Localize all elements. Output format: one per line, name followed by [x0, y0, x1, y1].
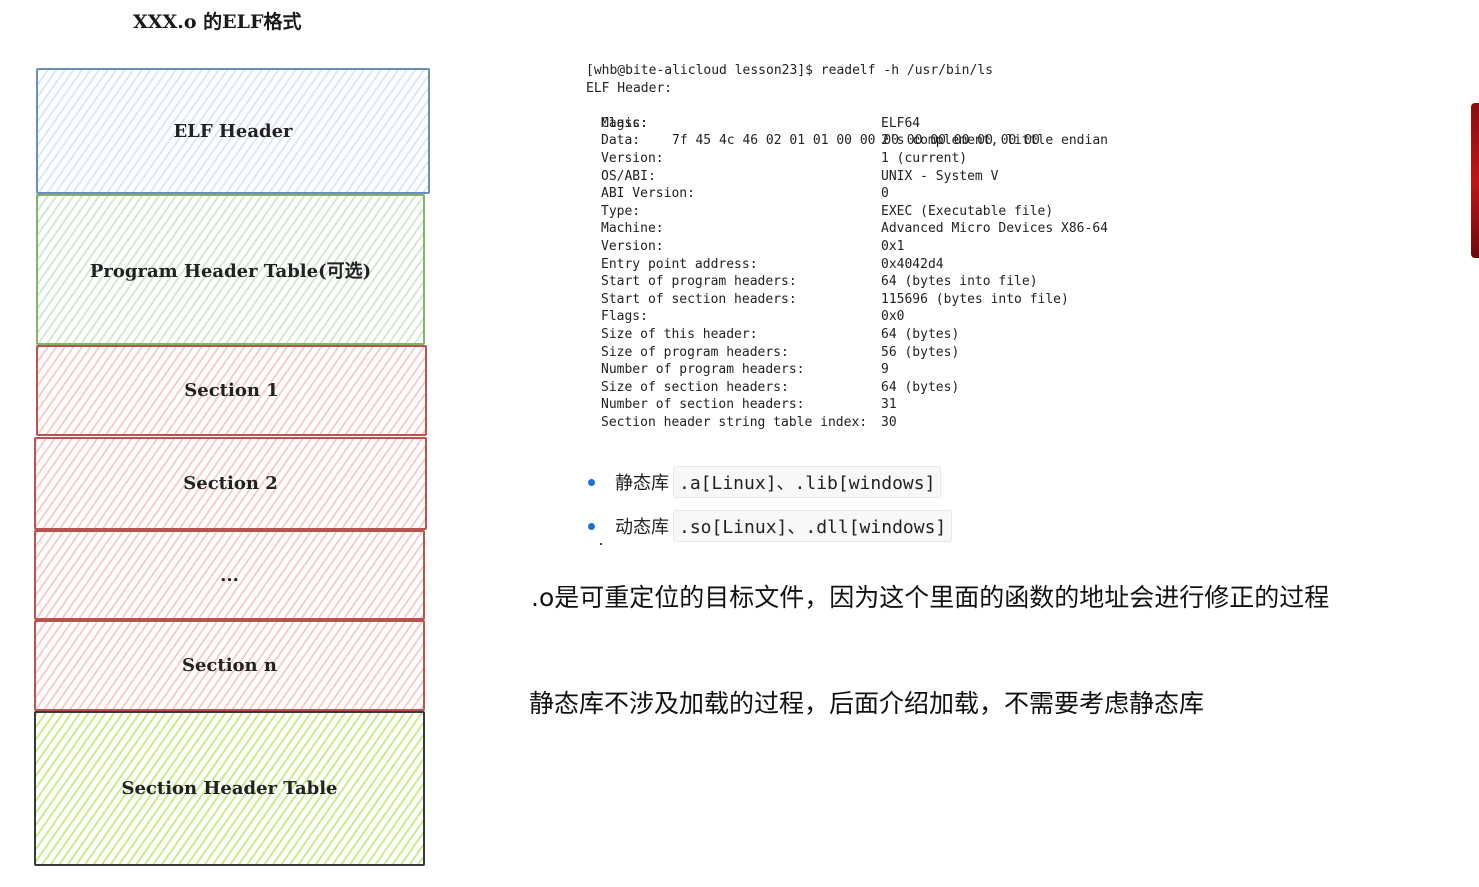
terminal-field: Number of section headers: 31 [586, 396, 1122, 414]
field-value: 115696 (bytes into file) [881, 291, 1069, 307]
terminal-field: Class: ELF64 [586, 115, 1122, 133]
library-bullet-list: 静态库 .a[Linux]、.lib[windows] 动态库 .so[Linu… [588, 460, 953, 548]
field-label: Data: [601, 133, 641, 149]
terminal-field: Start of program headers: 64 (bytes into … [586, 273, 1122, 291]
field-value: 7f 45 4c 46 02 01 01 00 00 00 00 00 00 0… [672, 133, 1040, 149]
field-label: Type: [601, 203, 641, 219]
terminal-field: Entry point address: 0x4042d4 [586, 256, 1122, 274]
list-item-label: 静态库 [615, 473, 669, 494]
section-header-table-block: Section Header Table [34, 711, 425, 866]
field-value: 56 (bytes) [881, 344, 960, 360]
list-item-dynamic-lib: 动态库 .so[Linux]、.dll[windows] [588, 504, 953, 548]
terminal-field: ABI Version: 0 [586, 185, 1122, 203]
field-value: 31 [881, 397, 897, 413]
terminal-field: Version: 1 (current) [586, 150, 1122, 168]
readelf-terminal-output: [whb@bite-alicloud lesson23]$ readelf -h… [580, 58, 1128, 436]
edge-decoration [1471, 103, 1479, 258]
field-value: 0x4042d4 [881, 256, 944, 272]
diagram-title: XXX.o 的ELF格式 [133, 11, 302, 33]
field-value: 0x0 [881, 309, 905, 325]
inline-code: .a[Linux]、.lib[windows] [673, 466, 942, 498]
elf-header-block: ELF Header [36, 68, 430, 194]
note-relocatable-object: .o是可重定位的目标文件，因为这个里面的函数的地址会进行修正的过程 [531, 583, 1330, 612]
section-ellipsis-block: ... [34, 530, 425, 620]
field-label: Machine: [601, 221, 664, 237]
inline-code: .so[Linux]、.dll[windows] [673, 510, 953, 542]
terminal-field: Type: EXEC (Executable file) [586, 203, 1122, 221]
field-value: UNIX - System V [881, 168, 999, 184]
field-value: ELF64 [881, 115, 921, 131]
terminal-field: Size of program headers: 56 (bytes) [586, 344, 1122, 362]
field-value: 9 [881, 362, 889, 378]
field-label: Version: [601, 150, 664, 166]
note-static-library: 静态库不涉及加载的过程，后面介绍加载，不需要考虑静态库 [529, 689, 1205, 718]
terminal-prompt: [whb@bite-alicloud lesson23]$ readelf -h… [586, 63, 993, 78]
bullet-dot-icon [588, 522, 595, 530]
terminal-field: Size of this header: 64 (bytes) [586, 326, 1122, 344]
field-label: Version: [601, 238, 664, 254]
terminal-field: OS/ABI: UNIX - System V [586, 168, 1122, 186]
field-value: 64 (bytes) [881, 326, 960, 342]
field-label: Number of section headers: [601, 397, 805, 413]
field-label: Size of section headers: [601, 379, 789, 395]
terminal-heading: ELF Header: [586, 80, 673, 96]
field-label: OS/ABI: [601, 168, 656, 184]
field-label: Class: [601, 115, 648, 131]
list-item-static-lib: 静态库 .a[Linux]、.lib[windows] [588, 460, 952, 504]
field-value: EXEC (Executable file) [881, 203, 1054, 219]
terminal-field: Section header string table index: 30 [586, 414, 1122, 432]
field-label: ABI Version: [601, 186, 695, 202]
field-value: Advanced Micro Devices X86-64 [881, 221, 1108, 237]
field-value: 1 (current) [881, 150, 968, 166]
terminal-field: Version: 0x1 [586, 238, 1122, 256]
section-n-block: Section n [34, 620, 425, 711]
section-2-block: Section 2 [34, 437, 427, 530]
field-value: 30 [881, 414, 897, 430]
program-header-table-block: Program Header Table(可选) [36, 194, 425, 345]
terminal-field: Data: 2's complement, little endian [586, 132, 1122, 150]
field-label: Flags: [601, 309, 648, 325]
field-label: Section header string table index: [601, 414, 868, 430]
field-value: 0 [881, 186, 889, 202]
terminal-field: Flags: 0x0 [586, 308, 1122, 326]
stray-dot [600, 543, 602, 545]
field-label: Magic: [601, 115, 648, 131]
field-label: Number of program headers: [601, 362, 805, 378]
terminal-field: Machine: Advanced Micro Devices X86-64 [586, 220, 1122, 238]
terminal-field-magic: Magic: 7f 45 4c 46 02 01 01 00 00 00 00 … [586, 97, 1122, 149]
field-label: Entry point address: [601, 256, 758, 272]
field-label: Start of program headers: [601, 274, 797, 290]
field-value: 64 (bytes) [881, 379, 960, 395]
field-label: Size of program headers: [601, 344, 789, 360]
terminal-field: Size of section headers: 64 (bytes) [586, 379, 1122, 397]
terminal-field: Start of section headers: 115696 (bytes i… [586, 291, 1122, 309]
field-value: 2's complement, little endian [881, 133, 1108, 149]
terminal-field: Number of program headers: 9 [586, 361, 1122, 379]
field-value: 64 (bytes into file) [881, 274, 1038, 290]
field-label: Start of section headers: [601, 291, 797, 307]
list-item-label: 动态库 [615, 517, 669, 538]
bullet-dot-icon [588, 478, 595, 486]
field-value: 0x1 [881, 238, 905, 254]
field-label: Size of this header: [601, 326, 758, 342]
section-1-block: Section 1 [36, 345, 427, 436]
